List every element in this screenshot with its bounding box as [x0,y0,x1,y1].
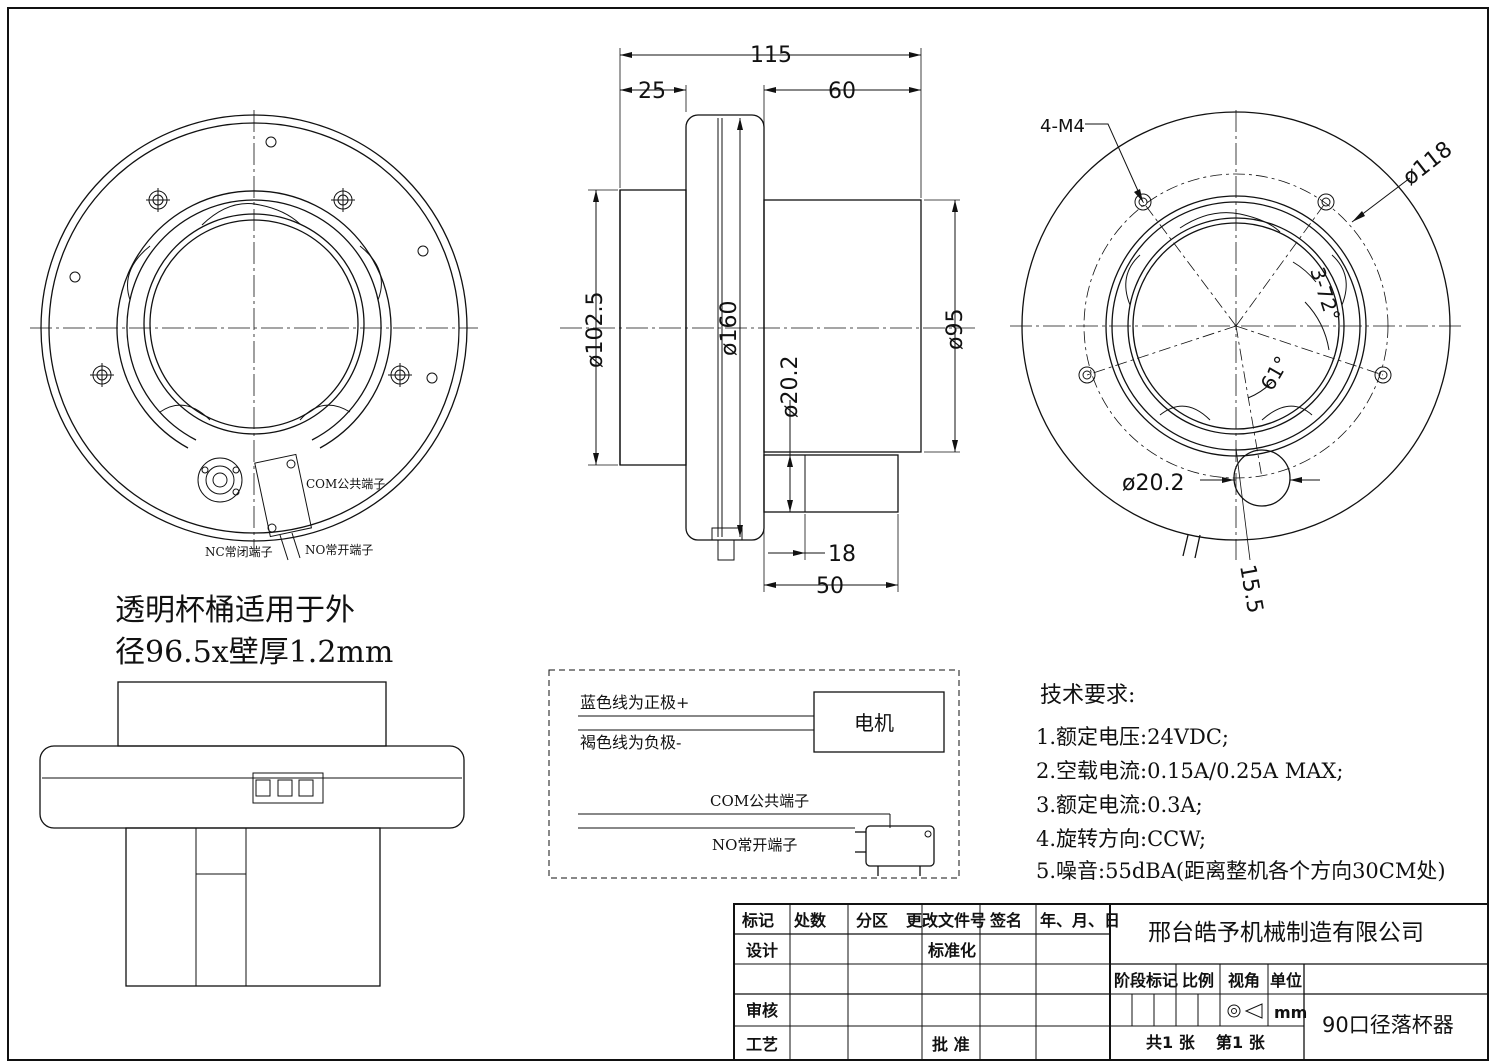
rear-hole-callout: 4-M4 [1040,116,1085,137]
dim-18: 18 [828,542,856,567]
tb-approve: 批 准 [932,1035,970,1054]
wiring-brown-label: 褐色线为负极- [580,733,681,752]
wiring-diagram [548,669,960,879]
dim-115: 115 [750,43,792,68]
tb-date: 年、月、日 [1040,911,1120,930]
dim-50: 50 [816,574,844,599]
tb-standard: 标准化 [927,941,976,960]
tb-sheet-no: 第1 张 [1216,1033,1266,1052]
tb-design: 设计 [746,941,778,960]
tb-sign: 签名 [989,911,1022,930]
tech-req-item: 2.空载电流:0.15A/0.25A MAX; [1036,759,1343,783]
tech-req-item: 4.旋转方向:CCW; [1036,827,1206,851]
tech-req-item: 5.噪音:55dBA(距离整机各个方向30CM处) [1036,859,1446,883]
tb-part-name: 90口径落杯器 [1322,1013,1454,1037]
wiring-com-label: COM公共端子 [710,792,809,810]
tb-view: 视角 [1228,971,1260,990]
front-view [30,110,478,561]
tb-unit: 单位 [1270,971,1302,990]
dim-dia-102-5: ø102.5 [583,292,608,368]
dim-60: 60 [828,79,856,104]
tb-count: 处数 [793,911,827,930]
tb-zone: 分区 [856,911,888,930]
rear-dim-20-2: ø20.2 [1122,471,1184,496]
tb-process: 工艺 [746,1035,778,1054]
bottom-side-view [39,681,465,987]
bucket-note-line2: 径96.5x壁厚1.2mm [115,635,393,670]
wiring-motor-label: 电机 [854,711,894,735]
tb-sheets-total: 共1 张 [1146,1033,1196,1052]
front-com-label: COM公共端子 [306,477,385,491]
rear-view [1010,110,1462,561]
dim-25: 25 [638,79,666,104]
dim-dia-160: ø160 [717,301,742,356]
side-arrows [593,52,958,588]
wiring-no-label: NO常开端子 [712,836,797,854]
tech-req-item: 3.额定电流:0.3A; [1036,793,1203,817]
front-nc-label: NC常闭端子 [205,545,273,559]
tech-req-title: 技术要求: [1040,683,1135,708]
tb-company: 邢台皓予机械制造有限公司 [1148,920,1424,946]
tb-stage: 阶段标记 [1114,971,1178,990]
front-no-label: NO常开端子 [305,543,373,557]
dim-dia-95: ø95 [943,309,968,350]
tb-review: 审核 [746,1001,778,1020]
bucket-note-line1: 透明杯桶适用于外 [115,593,355,628]
tb-unit-value: mm [1274,1003,1307,1022]
side-view [560,48,975,592]
tb-mark: 标记 [741,911,774,930]
tech-req-item: 1.额定电压:24VDC; [1036,725,1229,749]
rear-arrows [1134,189,1365,483]
tb-scale: 比例 [1182,971,1214,990]
tb-docno: 更改文件号 [906,911,986,930]
dim-dia-20-2: ø20.2 [778,356,803,418]
wiring-blue-label: 蓝色线为正极+ [580,693,689,712]
title-block [733,903,1489,1061]
